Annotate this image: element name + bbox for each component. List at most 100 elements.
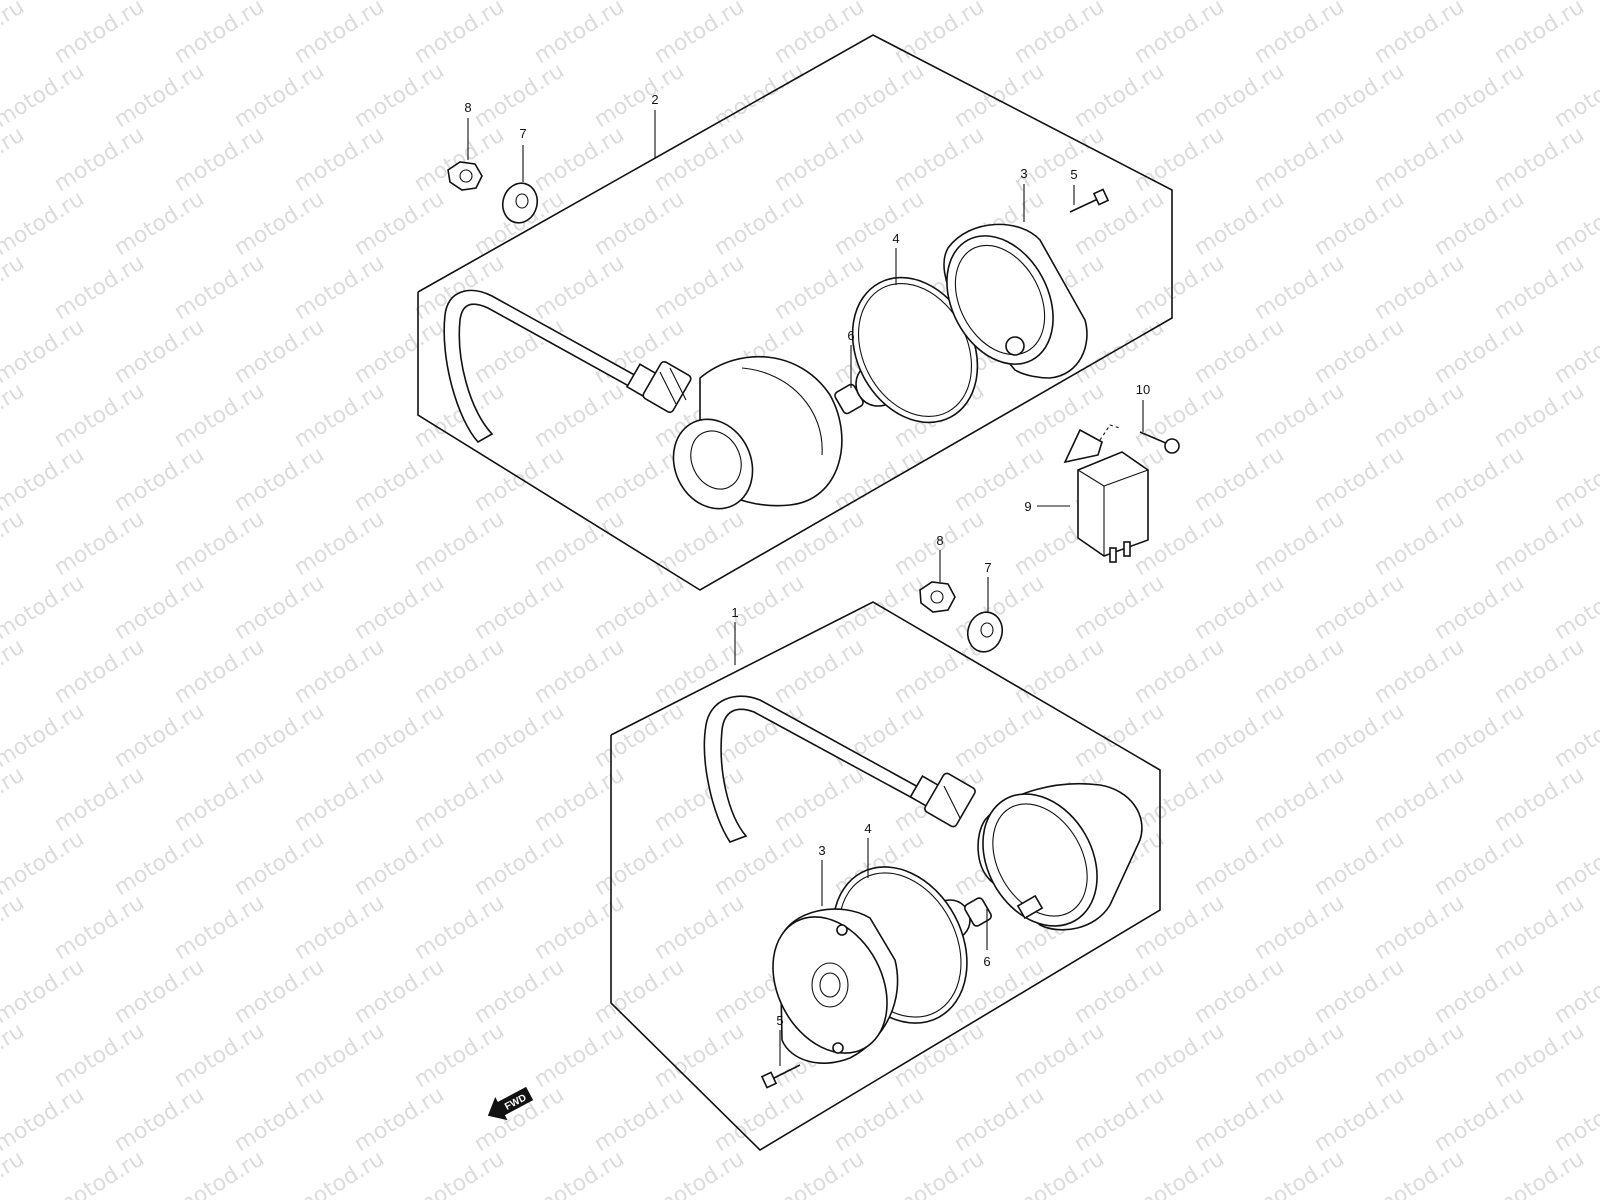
watermark-text: motod.ru bbox=[290, 250, 389, 325]
lens-upper bbox=[943, 223, 1088, 379]
watermark-text: motod.ru bbox=[230, 954, 329, 1029]
watermark-text: motod.ru bbox=[770, 122, 869, 197]
watermark-text: motod.ru bbox=[710, 1082, 809, 1157]
watermark-text: motod.ru bbox=[350, 570, 449, 645]
watermark-text: motod.ru bbox=[1130, 250, 1229, 325]
lens-lower bbox=[772, 908, 899, 1064]
watermark-text: motod.ru bbox=[890, 122, 989, 197]
watermark-text: motod.ru bbox=[530, 1146, 629, 1200]
watermark-text: motod.ru bbox=[350, 954, 449, 1029]
watermark-text: motod.ru bbox=[170, 1018, 269, 1093]
screw-upper bbox=[1069, 188, 1110, 213]
watermark-text: motod.ru bbox=[1250, 250, 1349, 325]
callout-assembly-1: 1 bbox=[731, 605, 738, 620]
watermark-text: motod.ru bbox=[1430, 58, 1529, 133]
watermark-text: motod.ru bbox=[350, 698, 449, 773]
watermark-text: motod.ru bbox=[1370, 0, 1469, 69]
watermark-text: motod.ru bbox=[230, 442, 329, 517]
watermark-text: motod.ru bbox=[410, 506, 509, 581]
watermark-text: motod.ru bbox=[1250, 890, 1349, 965]
watermark-text: motod.ru bbox=[1490, 1018, 1589, 1093]
callout-relay-screw: 10 bbox=[1136, 382, 1150, 397]
watermark-text: motod.ru bbox=[770, 506, 869, 581]
watermark-text: motod.ru bbox=[1250, 1018, 1349, 1093]
watermark-text: motod.ru bbox=[530, 762, 629, 837]
watermark-text: motod.ru bbox=[1130, 634, 1229, 709]
watermark-text: motod.ru bbox=[0, 570, 89, 645]
watermark-text: motod.ru bbox=[1130, 1146, 1229, 1200]
watermark-text: motod.ru bbox=[650, 1146, 749, 1200]
watermark-text: motod.ru bbox=[1250, 762, 1349, 837]
watermark-text: motod.ru bbox=[170, 250, 269, 325]
watermark-text: motod.ru bbox=[1310, 698, 1409, 773]
watermark-text: motod.ru bbox=[0, 634, 29, 709]
watermark-text: motod.ru bbox=[50, 890, 149, 965]
callout-gasket-upper: 4 bbox=[892, 231, 899, 246]
callout-relay: 9 bbox=[1024, 499, 1031, 514]
watermark-text: motod.ru bbox=[530, 0, 629, 69]
watermark-text: motod.ru bbox=[1010, 1146, 1109, 1200]
watermark-text: motod.ru bbox=[710, 826, 809, 901]
watermark-text: motod.ru bbox=[410, 890, 509, 965]
watermark-text: motod.ru bbox=[830, 186, 929, 261]
watermark-text: motod.ru bbox=[290, 1146, 389, 1200]
watermark-text: motod.ru bbox=[50, 1146, 149, 1200]
watermark-text: motod.ru bbox=[1190, 186, 1289, 261]
watermark-text: motod.ru bbox=[170, 762, 269, 837]
watermark-text: motod.ru bbox=[950, 442, 1049, 517]
watermark-text: motod.ru bbox=[0, 698, 89, 773]
watermark-text: motod.ru bbox=[50, 634, 149, 709]
watermark-text: motod.ru bbox=[470, 570, 569, 645]
callout-washer-lower: 7 bbox=[984, 560, 991, 575]
turn-signal-upper bbox=[443, 161, 1110, 510]
watermark-text: motod.ru bbox=[110, 314, 209, 389]
watermark-text: motod.ru bbox=[1370, 1146, 1469, 1200]
watermark-text: motod.ru bbox=[350, 442, 449, 517]
watermark-text: motod.ru bbox=[590, 186, 689, 261]
watermark-text: motod.ru bbox=[0, 186, 89, 261]
watermark-text: motod.ru bbox=[1490, 122, 1589, 197]
watermark-text: motod.ru bbox=[110, 570, 209, 645]
callout-lens-upper: 3 bbox=[1020, 166, 1027, 181]
nut-lower bbox=[919, 581, 956, 613]
watermark-text: motod.ru bbox=[1190, 698, 1289, 773]
watermark-text: motod.ru bbox=[290, 762, 389, 837]
watermark-text: motod.ru bbox=[1370, 378, 1469, 453]
watermark-text: motod.ru bbox=[530, 634, 629, 709]
watermark-text: motod.ru bbox=[470, 58, 569, 133]
watermark-text: motod.ru bbox=[290, 0, 389, 69]
washer-upper bbox=[501, 182, 539, 224]
watermark-text: motod.ru bbox=[1310, 186, 1409, 261]
watermark-text: motod.ru bbox=[1010, 0, 1109, 69]
watermark-text: motod.ru bbox=[350, 314, 449, 389]
watermark-text: motod.ru bbox=[470, 954, 569, 1029]
socket bbox=[625, 360, 692, 414]
watermark-text: motod.ru bbox=[0, 442, 89, 517]
watermark-text: motod.ru bbox=[530, 378, 629, 453]
watermark-text: motod.ru bbox=[770, 250, 869, 325]
watermark-text: motod.ru bbox=[710, 58, 809, 133]
watermark-text: motod.ru bbox=[1430, 186, 1529, 261]
watermark-text: motod.ru bbox=[1490, 890, 1589, 965]
watermark-text: motod.ru bbox=[1490, 0, 1589, 69]
watermark-text: motod.ru bbox=[1070, 698, 1169, 773]
watermark-text: motod.ru bbox=[1250, 1146, 1349, 1200]
watermark-text: motod.ru bbox=[1430, 826, 1529, 901]
watermark-text: motod.ru bbox=[230, 570, 329, 645]
turn-signal-lower bbox=[703, 581, 1143, 1089]
watermark-text: motod.ru bbox=[470, 826, 569, 901]
watermark-text: motod.ru bbox=[170, 378, 269, 453]
watermark-text: motod.ru bbox=[410, 1146, 509, 1200]
nut-upper bbox=[447, 161, 483, 191]
watermark-text: motod.ru bbox=[950, 698, 1049, 773]
watermark-text: motod.ru bbox=[1190, 954, 1289, 1029]
watermark-text: motod.ru bbox=[770, 1146, 869, 1200]
watermark-text: motod.ru bbox=[50, 506, 149, 581]
watermark-text: motod.ru bbox=[290, 890, 389, 965]
watermark-text: motod.ru bbox=[1190, 570, 1289, 645]
watermark-text: motod.ru bbox=[1370, 890, 1469, 965]
watermark-text: motod.ru bbox=[230, 186, 329, 261]
watermark-text: motod.ru bbox=[1370, 634, 1469, 709]
callout-bulb-upper: 6 bbox=[847, 328, 854, 343]
